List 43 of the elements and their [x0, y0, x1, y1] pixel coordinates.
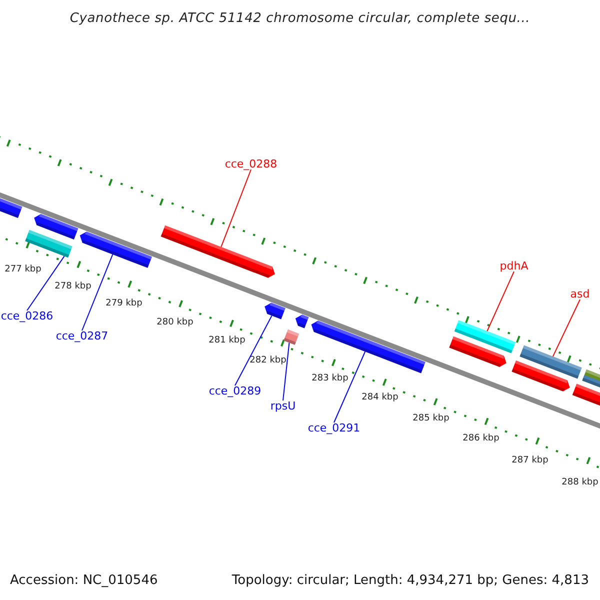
footer-text: Accession: NC_010546	[10, 574, 158, 587]
scale-label: 288 kbp	[562, 478, 598, 488]
leader-line	[82, 254, 114, 331]
gene-label: pdhA	[500, 260, 528, 272]
gene-block	[264, 302, 286, 320]
gene-label: cce_0286	[0, 310, 54, 322]
leader-line	[552, 299, 580, 357]
scale-label: 282 kbp	[250, 356, 286, 366]
gene-block	[160, 225, 275, 278]
gene-label: cce_0287	[56, 330, 108, 342]
leader-line	[234, 315, 272, 386]
gene-block	[34, 214, 78, 240]
scale-label: 283 kbp	[312, 374, 348, 384]
leader-line	[334, 351, 366, 423]
scale-label: 287 kbp	[512, 456, 548, 466]
gene-block	[80, 232, 152, 268]
title: Cyanothece sp. ATCC 51142 chromosome circular, complete sequ...	[68, 10, 532, 28]
gene-label: rpsU	[270, 400, 296, 412]
gene-block	[512, 360, 570, 392]
scale-label: 279 kbp	[106, 300, 142, 308]
gene-strip	[520, 345, 582, 379]
gene-strip	[284, 329, 300, 345]
leader-line	[220, 169, 252, 248]
gene-block	[449, 336, 506, 367]
gene-strip	[454, 320, 516, 354]
scale-label: 284 kbp	[362, 394, 398, 402]
gene-label: cce_0289	[208, 386, 262, 396]
gene-block	[0, 196, 22, 218]
scale-label: 280 kbp	[156, 318, 194, 328]
gene-label: asd	[570, 288, 590, 300]
gene-strip	[25, 230, 72, 258]
scale-label: 286 kbp	[462, 434, 500, 444]
gene-block	[311, 320, 426, 374]
gene-label: cce_0288	[224, 158, 278, 170]
leader-line	[26, 256, 65, 311]
scale-label: 277 kbp	[4, 266, 42, 274]
gene-block	[295, 314, 309, 328]
scale-label: 281 kbp	[208, 336, 246, 346]
gene-label: cce_0291	[308, 422, 360, 434]
leader-line	[282, 342, 290, 401]
scale-label: 285 kbp	[412, 414, 450, 424]
footer-text: Topology: circular; Length: 4,934,271 bp; Genes: 4,813	[232, 574, 589, 587]
scale-label: 278 kbp	[54, 282, 92, 292]
